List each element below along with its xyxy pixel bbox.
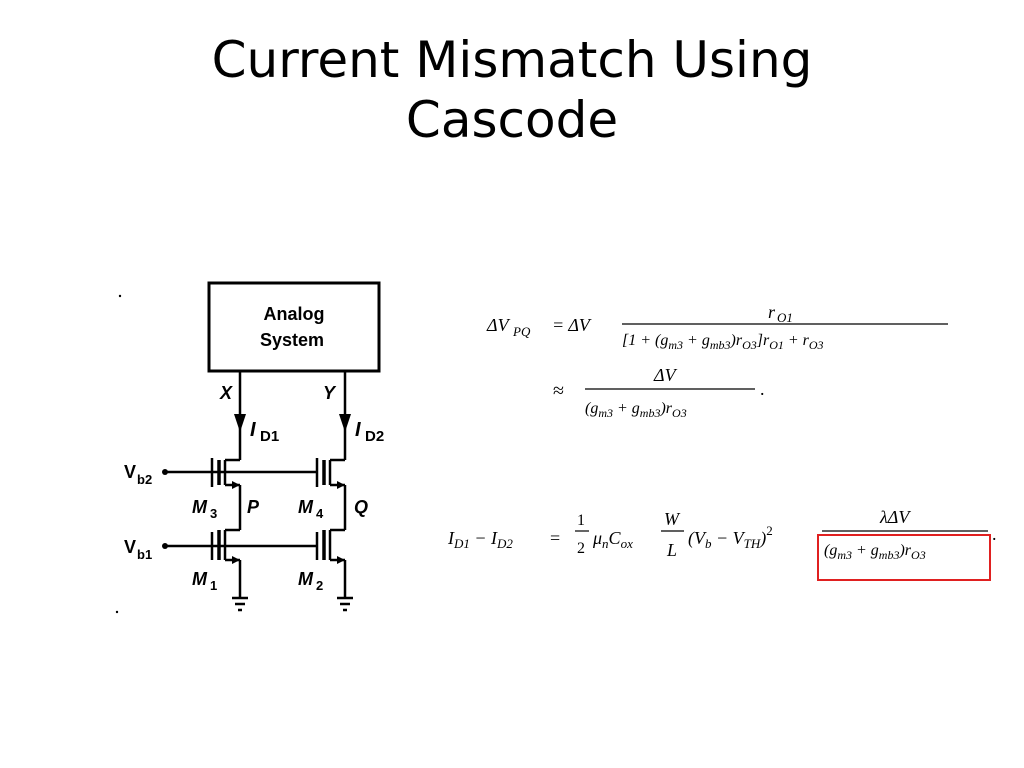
id2-subscript: D2	[365, 428, 384, 445]
id1-label: I	[250, 419, 256, 441]
analog-system-box	[207, 281, 381, 373]
analog-label: Analog	[264, 304, 325, 324]
eq1-equals: = ΔV	[552, 315, 592, 335]
eq3-half-den: 2	[577, 540, 585, 557]
stray-dot-1	[118, 294, 122, 298]
eq3-equals: =	[550, 528, 560, 548]
eq1-lhs: ΔV	[486, 315, 511, 335]
m2-label: M	[298, 569, 314, 589]
equation-approx: ≈ ΔV (gm3 + gmb3)rO3 .	[553, 365, 765, 420]
vb2-terminal	[162, 469, 168, 475]
eq2-numerator: ΔV	[653, 365, 678, 385]
ground-symbol-right	[337, 596, 353, 612]
eq1-numerator: r	[768, 302, 776, 322]
node-p-label: P	[247, 497, 260, 517]
id1-subscript: D1	[260, 428, 279, 445]
eq1-numerator-sub: O1	[777, 310, 793, 325]
stray-dot-2	[115, 610, 119, 614]
eq3-w: W	[664, 509, 681, 529]
vb2-label: V	[124, 462, 136, 482]
title-line-1: Current Mismatch Using	[211, 31, 813, 89]
m1-label: M	[192, 569, 208, 589]
eq3-frac-num: λΔV	[879, 507, 911, 527]
transistor-m3	[165, 458, 242, 530]
vb1-terminal	[162, 543, 168, 549]
eq2-period: .	[760, 379, 765, 399]
eq3-l: L	[666, 540, 677, 560]
ground-symbol-left	[232, 596, 248, 612]
node-x-label: X	[219, 383, 233, 403]
vb1-subscript: b1	[137, 547, 152, 562]
id2-label: I	[355, 419, 361, 441]
eq3-overdrive: (Vb − VTH)2	[688, 523, 773, 551]
source-arrows	[115, 294, 351, 614]
highlight-box	[817, 534, 991, 581]
eq1-lhs-sub: PQ	[512, 324, 531, 339]
node-y-label: Y	[323, 383, 337, 403]
m4-label: M	[298, 497, 314, 517]
equation-current-mismatch: ID1 − ID2 = 1 2 μnCox W L (Vb − VTH)2 λΔ…	[447, 507, 997, 581]
eq3-frac-den: (gm3 + gmb3)rO3	[824, 542, 926, 562]
current-arrow-id2	[339, 414, 351, 432]
system-label: System	[260, 330, 324, 350]
m4-subscript: 4	[316, 506, 324, 521]
node-q-label: Q	[354, 497, 368, 517]
current-arrow-id1	[234, 414, 246, 432]
vb1-label: V	[124, 537, 136, 557]
eq2-approx: ≈	[553, 380, 564, 402]
title-line-2: Cascode	[405, 91, 619, 149]
eq1-denominator: [1 + (gm3 + gmb3)rO3]rO1 + rO3	[622, 332, 824, 352]
m3-label: M	[192, 497, 208, 517]
eq3-half-num: 1	[577, 512, 585, 529]
cascode-circuit	[165, 281, 381, 612]
eq3-period: .	[992, 524, 997, 544]
m3-subscript: 3	[210, 506, 217, 521]
eq3-mu-cox: μnCox	[592, 528, 633, 551]
eq2-denominator: (gm3 + gmb3)rO3	[585, 400, 687, 420]
m1-subscript: 1	[210, 578, 217, 593]
equation-delta-v-pq: ΔV PQ = ΔV r O1 [1 + (gm3 + gmb3)rO3]rO1…	[486, 302, 948, 352]
slide-title: Current Mismatch Using Cascode	[0, 30, 1024, 150]
m2-subscript: 2	[316, 578, 323, 593]
eq3-lhs: ID1 − ID2	[447, 528, 513, 551]
vb2-subscript: b2	[137, 472, 152, 487]
